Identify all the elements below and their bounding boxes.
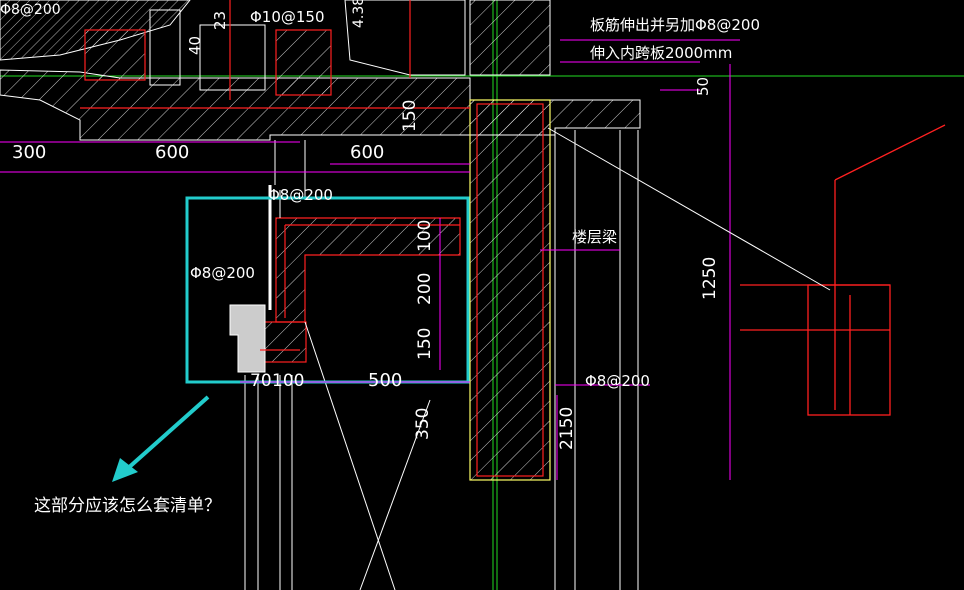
dim-600-right: 600 (350, 142, 384, 163)
dim-40: 40 (186, 36, 204, 55)
rebar-lines (80, 0, 470, 351)
note-slab-bar-line1: 板筋伸出并另加Φ8@200 (590, 16, 760, 34)
drawing-text: Φ8@200 Φ10@150 40 23 4.38 板筋伸出并另加Φ8@200 … (0, 0, 760, 516)
pointer-arrow (112, 395, 210, 482)
dimension-lines (0, 39, 740, 480)
dim-200: 200 (415, 273, 435, 305)
rebar-label-phi10: Φ10@150 (250, 8, 325, 26)
dim-50: 50 (694, 77, 712, 96)
rebar-label-left: Φ8@200 (190, 264, 255, 282)
dim-150-top: 150 (400, 100, 420, 132)
dim-1250: 1250 (700, 257, 720, 300)
dim-2150: 2150 (557, 407, 577, 450)
dim-150-mid: 150 (415, 328, 435, 360)
rebar-label-beam-top: Φ8@200 (268, 186, 333, 204)
dim-70: 70 (250, 371, 272, 391)
dim-100-bottom: 100 (272, 371, 304, 391)
dim-300: 300 (12, 142, 46, 163)
eave-section (229, 140, 461, 590)
dim-vertical-1: 4.38 (351, 0, 367, 28)
note-slab-bar-line2: 伸入内跨板2000mm (590, 44, 732, 62)
rebar-detail-right (740, 124, 946, 416)
dim-500: 500 (368, 370, 402, 391)
upper-sections (84, 0, 551, 96)
dim-100: 100 (415, 220, 435, 252)
dim-350: 350 (413, 408, 433, 440)
rebar-label-top-left: Φ8@200 (0, 2, 61, 18)
dim-23: 23 (211, 11, 229, 30)
floor-beam-label: 楼层梁 (572, 228, 617, 246)
leader-line (547, 127, 831, 291)
wall-column (469, 99, 639, 590)
rebar-label-right: Φ8@200 (585, 372, 650, 390)
dim-600-left: 600 (155, 142, 189, 163)
question-text: 这部分应该怎么套清单？ (34, 496, 221, 516)
